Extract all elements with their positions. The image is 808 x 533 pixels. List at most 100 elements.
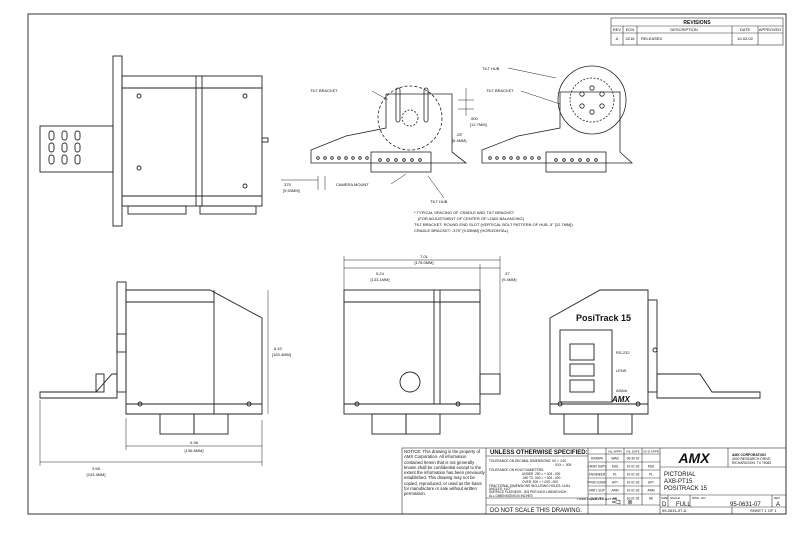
label-tilt-hub: TILT HUB — [430, 199, 448, 204]
note-line-3: TILT BRACKET: ROUND END SLOT (VERTICAL B… — [414, 222, 573, 227]
approval-cell: ENGINEER — [589, 473, 606, 477]
tilt-bracket-detail — [281, 85, 474, 199]
unless-specified: UNLESS OTHERWISE SPECIFIED: — [490, 450, 588, 456]
sheet-border — [27, 13, 787, 515]
rev-row-description: RELEASED — [641, 36, 662, 41]
approval-cell: 10-01-02 — [627, 497, 640, 501]
size-value: D — [662, 502, 667, 508]
dim-overall-in: 9.58 — [92, 466, 101, 471]
title-line-3: POSITRACK 15 — [664, 486, 708, 492]
scale-label: SCALE — [670, 496, 680, 500]
revisions-table — [610, 17, 784, 46]
back-panel-title: PosiTrack 15 — [576, 313, 631, 323]
approval-cell: PL — [649, 473, 653, 477]
port-axlink: AXlink — [616, 388, 627, 393]
label-tilt-bracket: TILT BRACKET — [310, 88, 338, 93]
dwg-no-value: 95-0631-07 — [730, 502, 761, 508]
tolerance-line-8: ANGLES: ±1/2° — [489, 487, 512, 491]
scale-value: FULL — [676, 502, 691, 508]
tolerance-line-6: OVER .500 = +.005 -.000 — [522, 480, 558, 484]
back-panel-logo: AMX — [611, 395, 630, 404]
rev-row-rev: A — [616, 36, 619, 41]
rev-header-date: DATE — [740, 27, 751, 32]
approval-cell: ARM — [611, 489, 618, 493]
notice-box: NOTICE: This drawing is the property of … — [404, 449, 485, 497]
dim-375-in: .375 — [283, 182, 292, 187]
title-block-frame — [401, 447, 787, 515]
rev-header-description: DESCRIPTION — [670, 27, 697, 32]
appr-header-2: INL DATE — [626, 450, 639, 454]
projection-symbol-icon — [611, 499, 633, 505]
tolerance-line-9: SURFACE FLATNESS: .003 PER INCH LINEAR I… — [489, 490, 567, 494]
port-lens: LENS — [616, 368, 627, 373]
rev-header-rev: REV — [613, 27, 622, 32]
back-view — [549, 289, 761, 435]
dim-500-in: .500 — [470, 116, 479, 121]
tolerance-line-2: XXX = .005 — [555, 463, 571, 467]
dim-width-in: 7.01 — [420, 254, 429, 259]
approval-cell: 10-01-02 — [627, 481, 640, 485]
company-line-1: AMX CORPORATION — [732, 453, 766, 457]
approval-cell: 10-01-02 — [627, 465, 640, 469]
amx-logo: AMX — [677, 450, 711, 466]
rev-header-ecn: ECN — [626, 27, 635, 32]
port-rs232: RS-232 — [616, 350, 630, 355]
note-line-1: * TYPICAL SPACING OF CRADLE AND TILT BRA… — [414, 210, 515, 215]
notice-text: NOTICE: This drawing is the property of … — [404, 449, 485, 497]
dim-depth-in: 5.24 — [376, 271, 385, 276]
dim-height-mm: [163.4MM] — [272, 352, 291, 357]
bottom-side-view — [39, 281, 269, 466]
label-tilt-bracket-2: TILT BRACKET — [486, 88, 514, 93]
approval-cell: PROD ENGR — [587, 481, 607, 485]
note-line-2: (FOR ADJUSTMENT OF CENTER OF LOAD BALANC… — [418, 216, 525, 221]
rev-header-approved: APPROVED — [759, 27, 781, 32]
third-angle-label: THIRD ANGLE PROJECTION — [577, 497, 617, 501]
approval-cell: ARM — [647, 489, 654, 493]
company-line-2: 3000 RESEARCH DRIVE — [732, 457, 771, 461]
approval-cell: 10-01-02 — [627, 473, 640, 477]
tolerance-line-1: TOLERANCE ON DECIMAL DIMENSIONS: XX = .0… — [489, 459, 566, 463]
approval-cell: MJS — [648, 465, 654, 469]
approval-cell: 09-30-02 — [627, 457, 640, 461]
sheet-number: SHEET 1 OF 1 — [750, 508, 777, 513]
tolerance-line-7: FRACTIONAL DIMENSIONS INCLUDING HOLES: ±… — [489, 484, 570, 488]
label-tilt-hub-2: TILT HUB — [482, 66, 500, 71]
dim-overall-mm: [243.3MM] — [87, 472, 106, 477]
label-camera-mount: CAMERA MOUNT — [336, 182, 369, 187]
dim-375-mm: [9.53MM] — [283, 188, 300, 193]
dim-offset-mm: [9.4MM] — [502, 277, 516, 282]
rev-label: REV — [774, 496, 780, 500]
approval-cell: ENGR SUPV — [588, 465, 608, 469]
tolerance-line-4: UNDER .250 = +.003 -.000 — [522, 472, 560, 476]
tolerance-line-10: ALL DIMENSIONS IN INCHES — [489, 494, 533, 498]
approval-cell: AVT — [648, 481, 654, 485]
dim-depth-mm: [133.1MM] — [371, 277, 390, 282]
dim-base-mm: [136.6MM] — [185, 448, 204, 453]
file-name: 95-0631-07-A — [662, 508, 687, 513]
dim-width-mm: [178.0MM] — [415, 260, 434, 265]
dim-base-in: 5.38 — [190, 440, 199, 445]
approval-cell: MATL SUP — [589, 489, 605, 493]
title-line-1: PICTORIAL — [664, 472, 696, 478]
title-line-2: AXB-PT15 — [664, 479, 693, 485]
dim-height-in: 6.43 — [274, 346, 283, 351]
appr-header-1: INL APPR — [608, 450, 622, 454]
tilt-hub-detail — [481, 65, 634, 173]
tolerance-line-5: .250 TO .500 = +.004 -.000 — [522, 476, 561, 480]
dwg-no-label: DWG. NO. — [692, 496, 706, 500]
approval-cell: DRAWN — [591, 457, 604, 461]
do-not-scale: DO NOT SCALE THIS DRAWING. — [490, 508, 582, 514]
rev-row-date: 10-02-02 — [737, 36, 754, 41]
size-label: SIZE — [661, 496, 668, 500]
approval-cell: WAB — [611, 457, 618, 461]
dim-offset-in: .37 — [504, 271, 510, 276]
rev-value: A — [776, 502, 780, 508]
company-line-3: RICHARDSON, TX 75082 — [732, 461, 771, 465]
approval-cell: MJS — [612, 465, 618, 469]
rev-row-ecn: 4216 — [626, 36, 636, 41]
dim-25-mm: [6.4MM] — [452, 138, 466, 143]
approval-cell: 10-01-02 — [627, 489, 640, 493]
tolerance-line-3: TOLERANCE ON HOLE DIAMETERS: — [489, 468, 544, 472]
